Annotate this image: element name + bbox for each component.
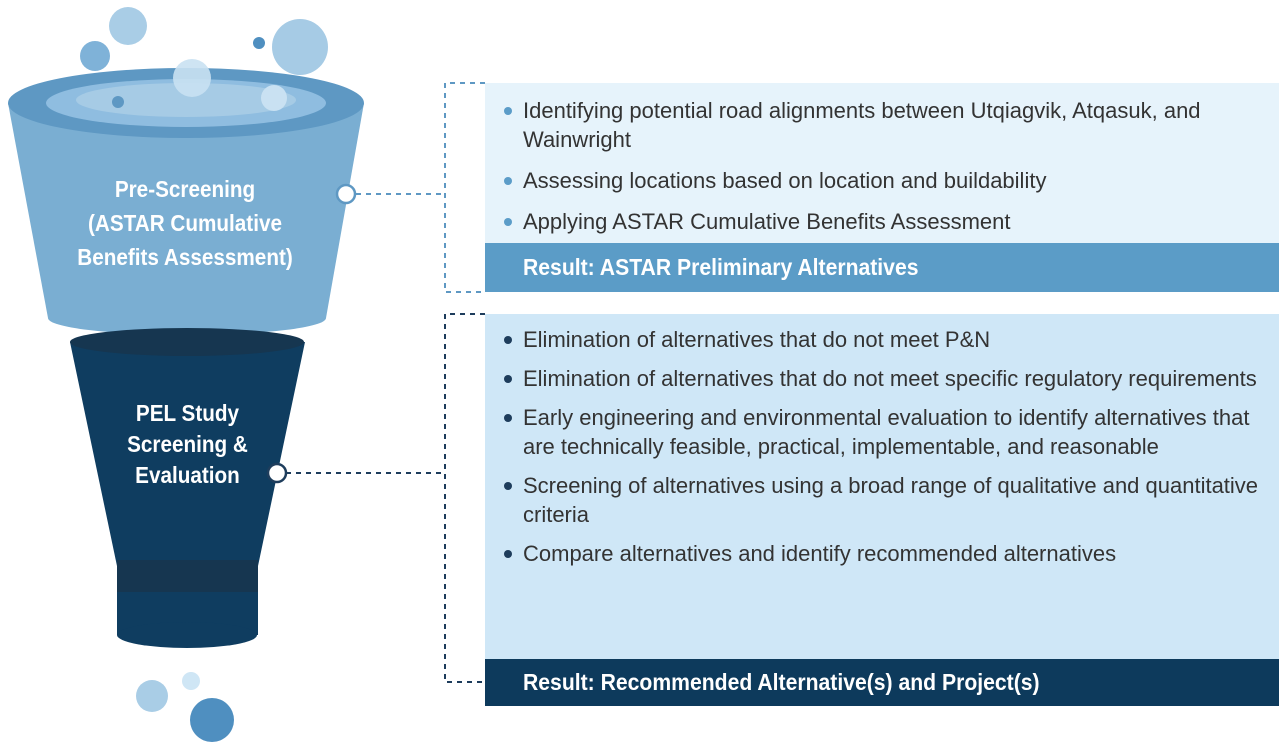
pel-funnel-body bbox=[70, 342, 305, 566]
bubble bbox=[80, 41, 110, 71]
bullet-item: Identifying potential road alignments be… bbox=[485, 96, 1279, 154]
connector-node-2 bbox=[266, 462, 288, 484]
bullet-item: Elimination of alternatives that do not … bbox=[485, 325, 1279, 354]
bullet-item: Elimination of alternatives that do not … bbox=[485, 364, 1279, 393]
bullet-text: Applying ASTAR Cumulative Benefits Asses… bbox=[523, 209, 1011, 234]
pel-study-label-line: PEL Study bbox=[135, 400, 240, 426]
bubble bbox=[136, 680, 168, 712]
bubble bbox=[253, 37, 265, 49]
pel-study-label-line: Evaluation bbox=[135, 462, 240, 488]
bubble bbox=[173, 59, 211, 97]
bullet-text: Elimination of alternatives that do not … bbox=[523, 366, 1257, 391]
bullet-icon bbox=[504, 336, 512, 344]
pel-study-label-line: Screening & bbox=[127, 431, 248, 457]
bubble bbox=[272, 19, 328, 75]
bullet-text: Identifying potential road alignments be… bbox=[523, 98, 1201, 152]
pre-screening-funnel-mouth-inner bbox=[76, 83, 296, 117]
bullet-icon bbox=[504, 177, 512, 185]
pre-screening-panel: Identifying potential road alignments be… bbox=[485, 83, 1279, 243]
pre-screening-label: Pre-Screening (ASTAR Cumulative Benefits… bbox=[55, 172, 316, 274]
pel-study-panel: Elimination of alternatives that do not … bbox=[485, 314, 1279, 659]
pel-funnel-rim bbox=[70, 328, 304, 356]
connector-node-1 bbox=[335, 183, 357, 205]
bullet-item: Screening of alternatives using a broad … bbox=[485, 471, 1279, 529]
bubble bbox=[190, 698, 234, 742]
pre-screening-bullet-list: Identifying potential road alignments be… bbox=[485, 83, 1279, 236]
bullet-item: Compare alternatives and identify recomm… bbox=[485, 539, 1279, 568]
pel-funnel-spout-bottom bbox=[117, 622, 257, 648]
pre-screening-result-bar: Result: ASTAR Preliminary Alternatives bbox=[485, 243, 1279, 292]
pel-funnel-band bbox=[117, 560, 258, 592]
pel-study-bullet-list: Elimination of alternatives that do not … bbox=[485, 314, 1279, 568]
connector-bracket-2 bbox=[444, 313, 485, 683]
pel-study-result-bar: Result: Recommended Alternative(s) and P… bbox=[485, 659, 1279, 706]
bullet-item: Early engineering and environmental eval… bbox=[485, 403, 1279, 461]
bullet-item: Applying ASTAR Cumulative Benefits Asses… bbox=[485, 207, 1279, 236]
pre-screening-label-line: (ASTAR Cumulative bbox=[87, 210, 282, 236]
bubble bbox=[109, 7, 147, 45]
pre-screening-funnel-bottom bbox=[48, 301, 326, 335]
bullet-text: Early engineering and environmental eval… bbox=[523, 405, 1250, 459]
pel-study-result-text: Result: Recommended Alternative(s) and P… bbox=[523, 669, 1040, 695]
pre-screening-label-line: Benefits Assessment) bbox=[77, 244, 293, 270]
bullet-item: Assessing locations based on location an… bbox=[485, 166, 1279, 195]
pre-screening-label-line: Pre-Screening bbox=[114, 176, 256, 202]
bubble bbox=[112, 96, 124, 108]
connector-bracket-1 bbox=[444, 82, 485, 293]
bullet-text: Elimination of alternatives that do not … bbox=[523, 327, 991, 352]
bullet-icon bbox=[504, 482, 512, 490]
bullet-icon bbox=[504, 550, 512, 558]
pel-study-label: PEL Study Screening & Evaluation bbox=[82, 398, 294, 491]
pre-screening-result-text: Result: ASTAR Preliminary Alternatives bbox=[523, 254, 919, 280]
bubble bbox=[182, 672, 200, 690]
bullet-icon bbox=[504, 218, 512, 226]
pre-screening-funnel-body bbox=[8, 103, 364, 318]
bullet-text: Screening of alternatives using a broad … bbox=[523, 473, 1259, 527]
bullet-text: Assessing locations based on location an… bbox=[523, 168, 1047, 193]
bullet-icon bbox=[504, 375, 512, 383]
bullet-icon bbox=[504, 107, 512, 115]
bubble bbox=[261, 85, 287, 111]
bullet-icon bbox=[504, 414, 512, 422]
bullet-text: Compare alternatives and identify recomm… bbox=[523, 541, 1117, 566]
